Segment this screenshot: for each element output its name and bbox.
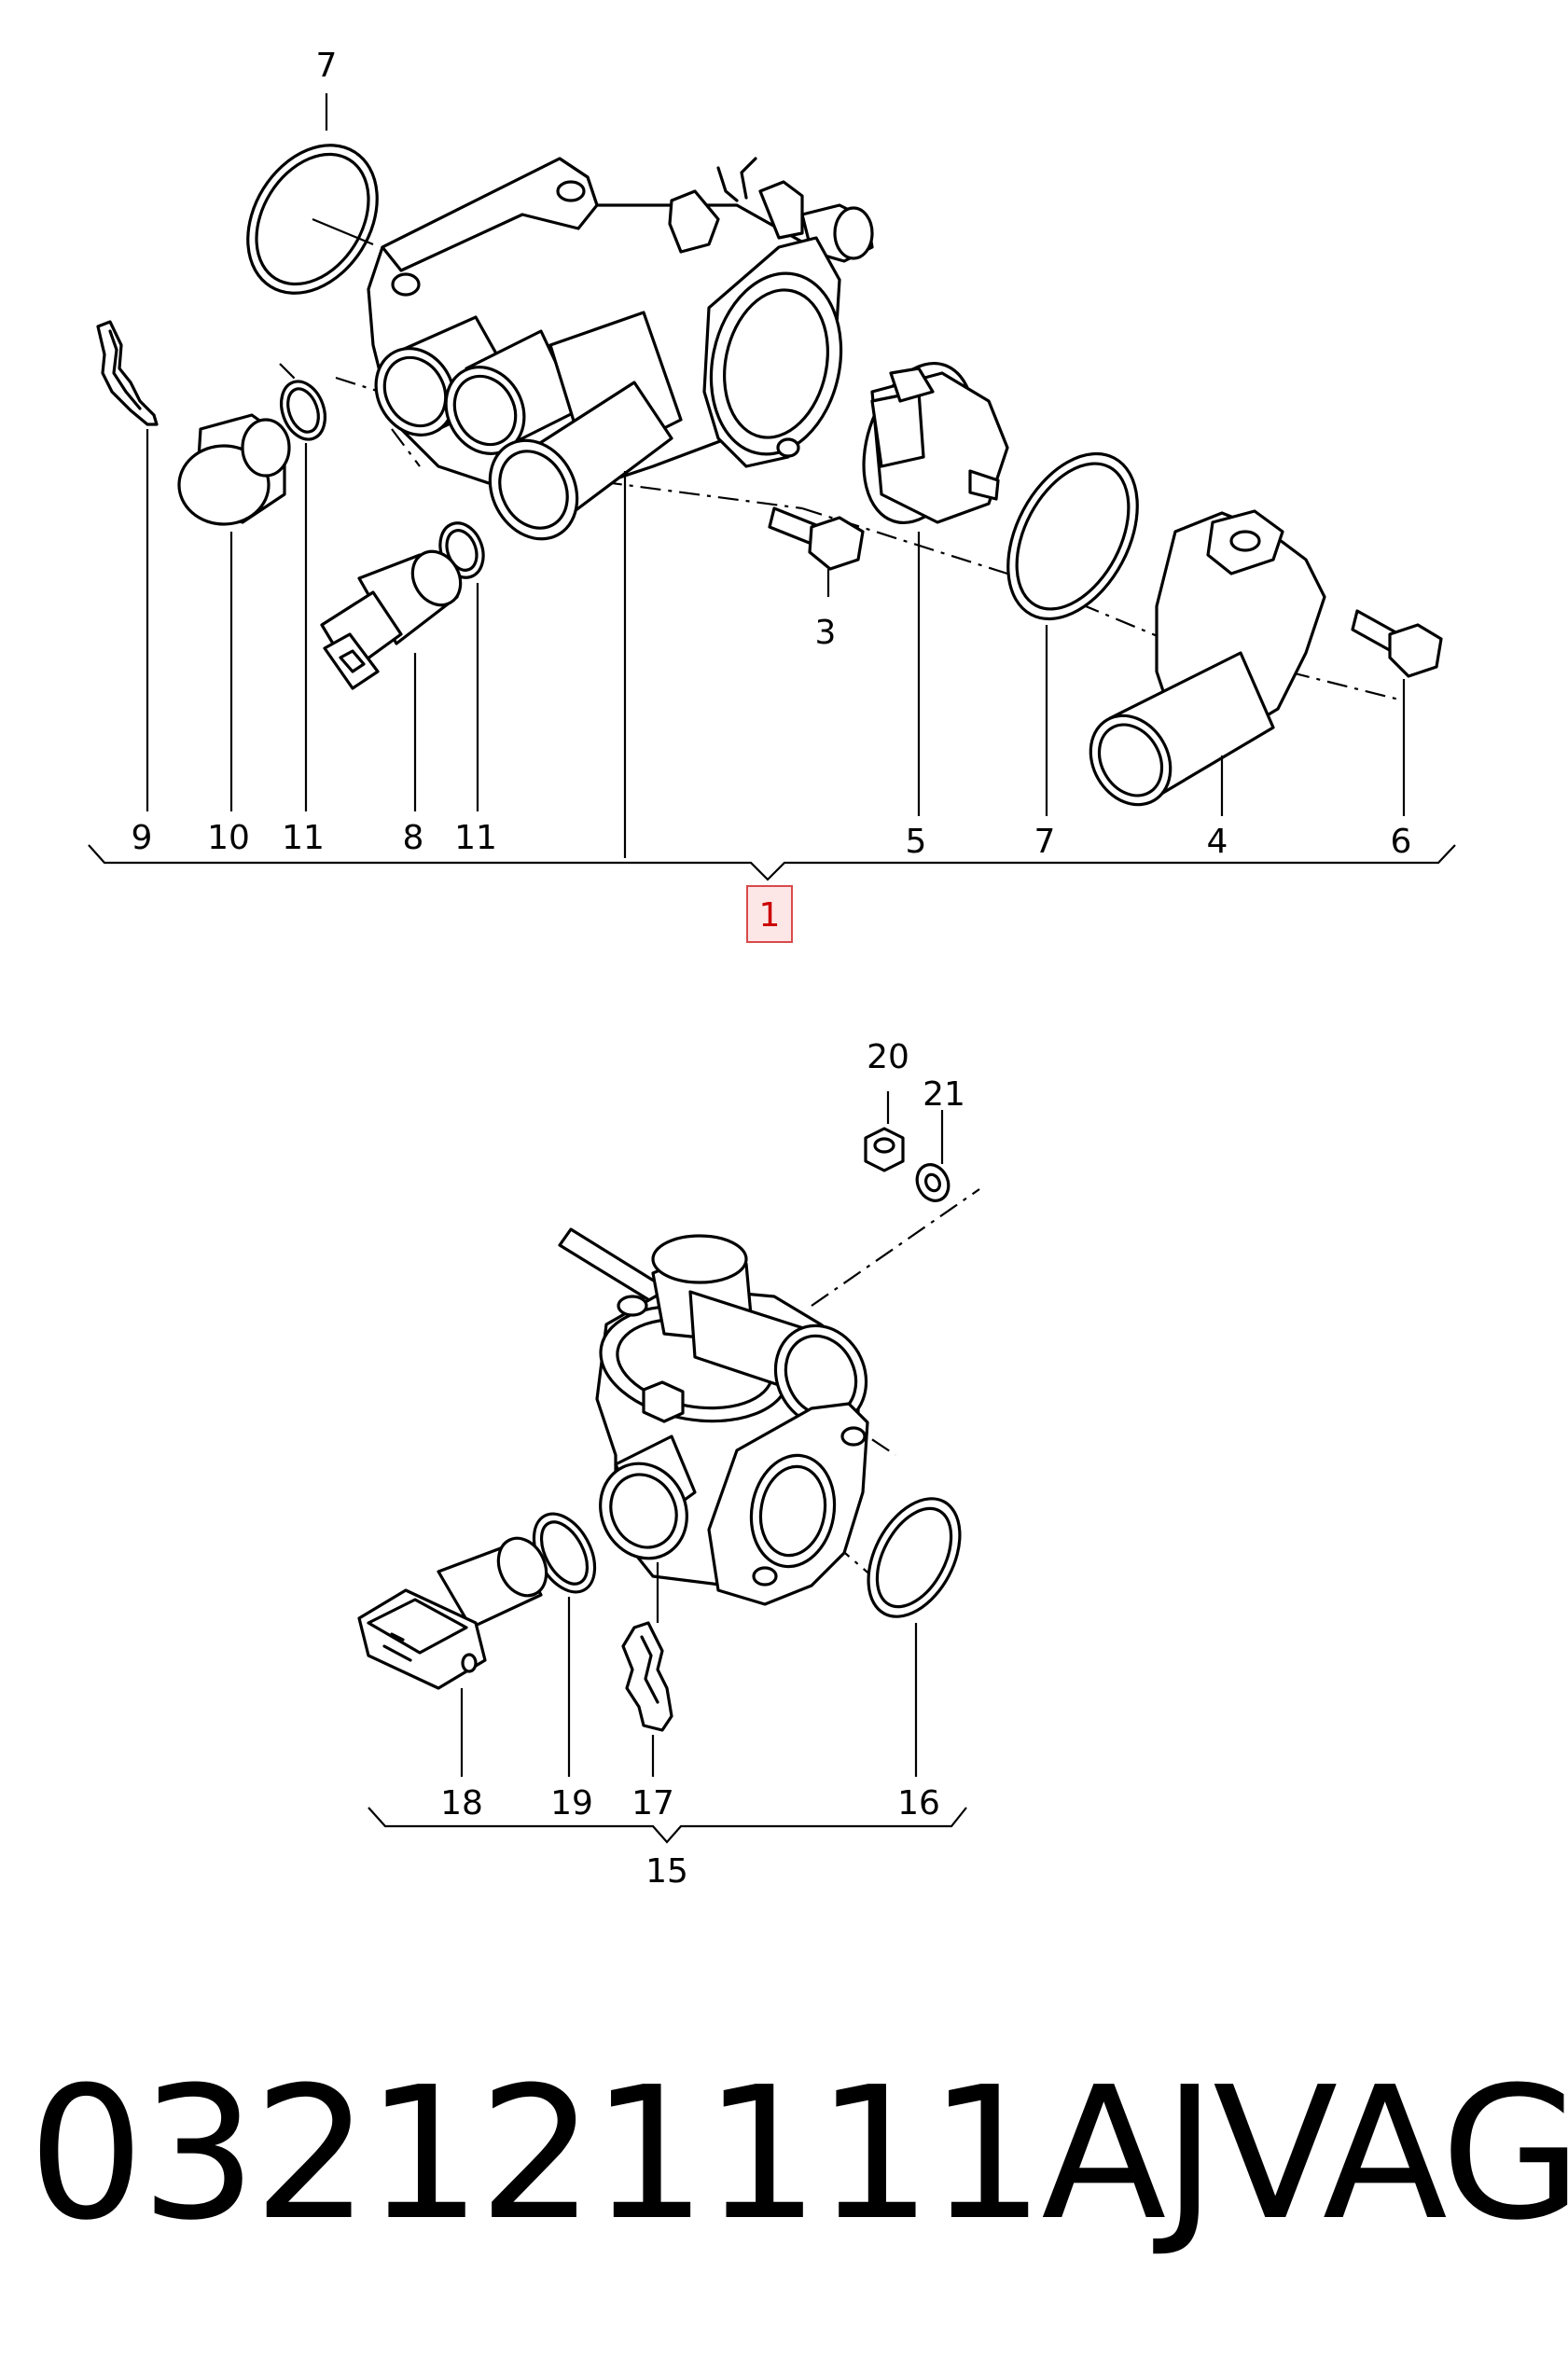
flat-washer: [915, 1110, 951, 1202]
small-seal-ring-a: [280, 380, 326, 811]
retaining-clip: [96, 320, 159, 811]
highlight-box-1: [746, 885, 793, 943]
assembly-axis-short: [279, 363, 421, 467]
label-7-top: 7: [316, 47, 338, 85]
sealing-plug: [177, 413, 291, 811]
coolant-outlet: [1089, 509, 1326, 816]
label-17: 17: [631, 1784, 674, 1822]
bolt-short: [768, 506, 865, 597]
label-9: 9: [132, 819, 153, 857]
part-number-caption: 032121111AJ VAG: [28, 2033, 1568, 2276]
label-4: 4: [1207, 823, 1228, 861]
label-16: 16: [897, 1784, 940, 1822]
coolant-temp-sensor: [357, 1536, 548, 1777]
assembly-axis-lower: [811, 1188, 980, 1307]
group-brace-15: [368, 1807, 967, 1844]
group-brace-1: [88, 844, 1456, 881]
brand-name: VAG: [1213, 2048, 1568, 2261]
thermostat-housing: [367, 157, 874, 541]
label-5: 5: [906, 823, 927, 861]
o-ring-upper: [246, 93, 379, 295]
hex-nut: [864, 1091, 905, 1172]
o-ring-lower: [1006, 451, 1139, 816]
sensor-o-ring: [532, 1512, 597, 1777]
upper-assembly: 7 9 10 11 8 11 3 5 7 4 6 1: [88, 47, 1456, 943]
label-6: 6: [1391, 823, 1412, 861]
label-19: 19: [550, 1784, 593, 1822]
part-number: 032121111AJ: [28, 2048, 1216, 2261]
label-21: 21: [923, 1075, 965, 1114]
flange-o-ring: [867, 1497, 962, 1777]
sensor-clip: [621, 1621, 673, 1777]
label-15: 15: [645, 1852, 688, 1891]
label-7-right: 7: [1034, 823, 1056, 861]
temperature-sender: [320, 549, 463, 811]
label-18: 18: [440, 1784, 483, 1822]
label-1-highlighted: 1: [759, 896, 781, 935]
label-11-right: 11: [454, 819, 497, 857]
label-8: 8: [403, 819, 424, 857]
flange-housing: [558, 1227, 869, 1623]
label-3: 3: [815, 614, 837, 652]
label-20: 20: [867, 1038, 909, 1076]
lower-assembly: 20 21 18 19 17 16 15: [357, 1038, 980, 1891]
bolt-long: [1351, 609, 1443, 816]
thermostat: [862, 361, 1009, 816]
label-11-left: 11: [282, 819, 325, 857]
label-10: 10: [207, 819, 250, 857]
